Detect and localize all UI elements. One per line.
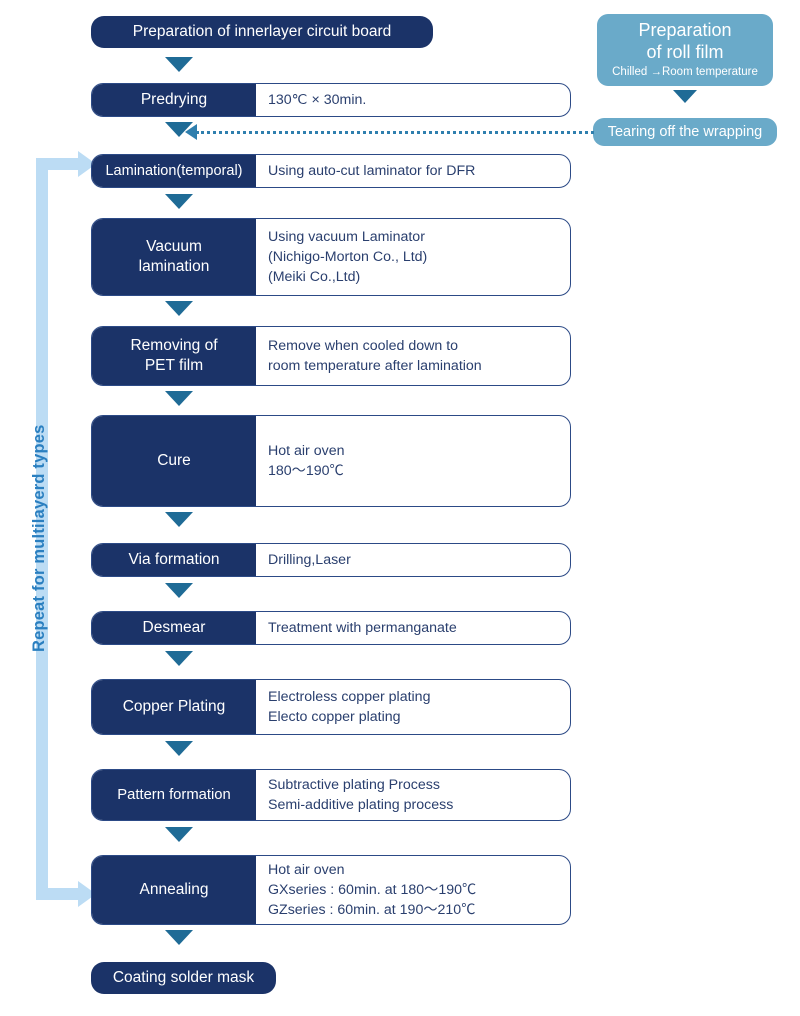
- step-row-predrying[interactable]: Predrying 130℃ × 30min.: [91, 83, 571, 117]
- step-label-via-formation: Via formation: [92, 544, 256, 576]
- step-detail-annealing: Hot air oven GXseries : 60min. at 180～19…: [268, 861, 477, 919]
- step-detail-pattern-formation: Subtractive plating Process Semi-additiv…: [268, 776, 454, 813]
- step-label-predrying: Predrying: [92, 84, 256, 116]
- repeat-loop-bottom-horizontal: [36, 888, 80, 900]
- step-label-vacuum-lamination: Vacuum lamination: [92, 219, 256, 295]
- arrow-vacuum-to-removing-pet: [165, 301, 193, 316]
- step-end-coating-solder-mask[interactable]: Coating solder mask: [91, 962, 276, 994]
- repeat-loop-top-horizontal: [36, 158, 80, 170]
- step-detail-desmear: Treatment with permanganate: [268, 619, 457, 636]
- step-start-preparation-innerlayer[interactable]: Preparation of innerlayer circuit board: [91, 16, 433, 48]
- step-row-pattern-formation[interactable]: Pattern formation Subtractive plating Pr…: [91, 769, 571, 821]
- roll-film-line-1: Preparation: [638, 20, 732, 41]
- step-label-lamination-temporal: Lamination(temporal): [92, 155, 256, 187]
- arrow-cure-to-via-formation: [165, 512, 193, 527]
- step-label-cure: Cure: [92, 416, 256, 506]
- repeat-loop-vertical-line: [36, 158, 48, 900]
- step-detail-via-formation: Drilling,Laser: [268, 551, 351, 568]
- step-detail-predrying: 130℃ × 30min.: [268, 91, 367, 108]
- arrow-pattern-to-annealing: [165, 827, 193, 842]
- arrow-copper-to-pattern-formation: [165, 741, 193, 756]
- arrow-rollfilm-to-tearing: [673, 90, 697, 103]
- roll-film-line-3: Chilled →Room temperature: [612, 65, 758, 78]
- dotted-connector-line: [196, 131, 594, 134]
- step-row-annealing[interactable]: Annealing Hot air oven GXseries : 60min.…: [91, 855, 571, 925]
- step-detail-copper-plating: Electroless copper plating Electo copper…: [268, 688, 431, 725]
- arrow-via-to-desmear: [165, 583, 193, 598]
- roll-film-line-2: of roll film: [646, 41, 724, 62]
- step-row-desmear[interactable]: Desmear Treatment with permanganate: [91, 611, 571, 645]
- step-row-removing-pet-film[interactable]: Removing of PET film Remove when cooled …: [91, 326, 571, 386]
- tearing-off-the-wrapping-box: Tearing off the wrapping: [593, 118, 777, 146]
- step-row-lamination-temporal[interactable]: Lamination(temporal) Using auto-cut lami…: [91, 154, 571, 188]
- step-label-copper-plating: Copper Plating: [92, 680, 256, 734]
- arrow-annealing-to-coating: [165, 930, 193, 945]
- arrow-removing-pet-to-cure: [165, 391, 193, 406]
- step-row-via-formation[interactable]: Via formation Drilling,Laser: [91, 543, 571, 577]
- arrow-start-to-predrying: [165, 57, 193, 72]
- arrow-lamination-to-vacuum: [165, 194, 193, 209]
- step-label-removing-pet-film: Removing of PET film: [92, 327, 256, 385]
- arrow-desmear-to-copper-plating: [165, 651, 193, 666]
- step-label-pattern-formation: Pattern formation: [92, 770, 256, 820]
- step-row-copper-plating[interactable]: Copper Plating Electroless copper platin…: [91, 679, 571, 735]
- step-detail-cure: Hot air oven 180～190℃: [268, 442, 345, 479]
- step-detail-lamination-temporal: Using auto-cut laminator for DFR: [268, 162, 476, 179]
- step-row-vacuum-lamination[interactable]: Vacuum lamination Using vacuum Laminator…: [91, 218, 571, 296]
- step-detail-vacuum-lamination: Using vacuum Laminator (Nichigo-Morton C…: [268, 228, 428, 286]
- step-row-cure[interactable]: Cure Hot air oven 180～190℃: [91, 415, 571, 507]
- step-label-desmear: Desmear: [92, 612, 256, 644]
- repeat-loop-label: Repeat for multilayerd types: [30, 424, 48, 653]
- step-label-annealing: Annealing: [92, 856, 256, 924]
- preparation-of-roll-film-box: Preparation of roll film Chilled →Room t…: [597, 14, 773, 86]
- step-detail-removing-pet-film: Remove when cooled down to room temperat…: [268, 337, 482, 374]
- arrow-predrying-to-lamination: [165, 122, 193, 137]
